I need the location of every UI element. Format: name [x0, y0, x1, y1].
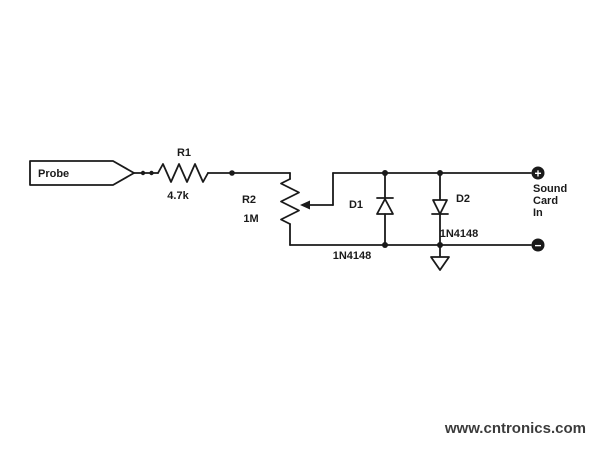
diode-d2-part-number: 1N4148	[440, 228, 479, 240]
potentiometer-r2-designator: R2	[242, 194, 256, 206]
plus-terminal-glyph: +	[534, 167, 541, 181]
diode-d2: D2 1N4148	[431, 172, 479, 246]
potentiometer-r2-value: 1M	[243, 213, 258, 225]
diode-d2-designator: D2	[456, 193, 470, 205]
potentiometer-r2: R2 1M	[242, 172, 334, 246]
probe-body	[29, 160, 135, 186]
resistor-r1: R1 4.7k	[157, 147, 209, 202]
diode-d1-designator: D1	[349, 199, 363, 211]
output-label-line1: Sound	[533, 183, 567, 195]
junction-dot	[229, 170, 235, 176]
probe-connector: Probe	[29, 160, 154, 186]
resistor-r1-designator: R1	[177, 147, 191, 159]
ground-triangle	[430, 256, 450, 271]
d1-triangle	[376, 198, 394, 215]
r2-zigzag	[280, 178, 300, 225]
probe-label: Probe	[38, 168, 69, 180]
resistor-r1-zigzag	[157, 163, 209, 183]
diode-d1: D1 1N4148	[333, 172, 394, 262]
resistor-r1-value: 4.7k	[167, 190, 189, 202]
output-terminals: + − Sound Card In	[531, 166, 567, 253]
minus-terminal-glyph: −	[534, 239, 541, 253]
ground-symbol	[430, 244, 450, 271]
watermark-text: www.cntronics.com	[444, 420, 586, 437]
d2-triangle	[432, 199, 448, 215]
output-label-line3: In	[533, 207, 543, 219]
r2-wiper-arrow	[300, 200, 310, 210]
output-label-line2: Card	[533, 195, 558, 207]
plus-terminal	[531, 166, 545, 180]
minus-terminal	[531, 238, 545, 252]
diode-d1-part-number: 1N4148	[333, 250, 372, 262]
